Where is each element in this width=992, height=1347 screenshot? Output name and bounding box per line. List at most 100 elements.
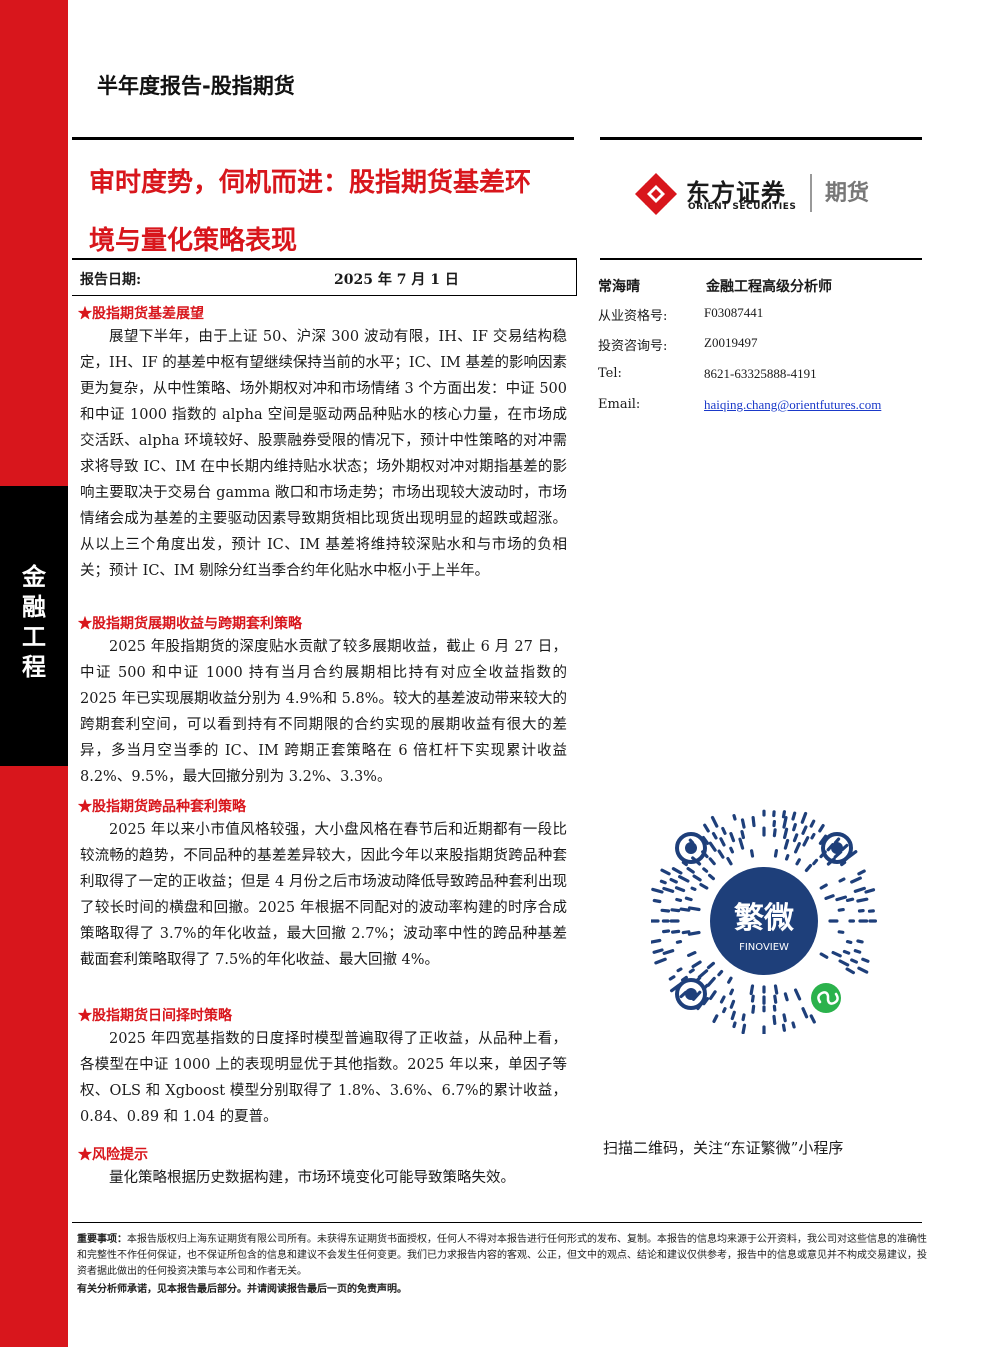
- code-dash: [783, 827, 789, 840]
- code-dash: [686, 866, 695, 874]
- rule-date-top: [72, 258, 576, 260]
- rule-analyst-top: [600, 258, 922, 260]
- code-dash: [840, 843, 849, 852]
- code-dash: [850, 958, 858, 964]
- code-dash: [837, 907, 845, 912]
- code-dash: [671, 867, 683, 875]
- rule-date-side: [576, 258, 577, 296]
- code-dash: [741, 1013, 746, 1022]
- code-dash: [802, 836, 810, 847]
- disclaimer-text: 本报告版权归上海东证期货有限公司所有。未获得东证期货书面授权，任何人不得对本报告…: [77, 1234, 927, 1277]
- report-title: 审时度势，伺机而进：股指期货基差环 境与量化策略表现: [89, 154, 559, 270]
- code-dash: [845, 940, 853, 944]
- code-dash: [850, 876, 862, 884]
- code-dash: [781, 810, 786, 819]
- code-dash: [785, 853, 790, 861]
- date-label: 报告日期:: [80, 272, 142, 288]
- code-dash: [702, 867, 709, 873]
- code-dash: [708, 990, 717, 1000]
- code-dash: [812, 858, 819, 866]
- title-line-1: 审时度势，伺机而进：股指期货基差环: [89, 168, 532, 198]
- code-dash: [717, 970, 724, 977]
- code-dash: [651, 887, 664, 894]
- code-dash: [687, 906, 701, 912]
- category-label: 金融工程: [14, 562, 54, 682]
- code-dash: [838, 877, 846, 883]
- consulting-number: Z0019497: [704, 335, 758, 350]
- code-dash: [729, 999, 736, 1009]
- code-dash: [729, 832, 736, 843]
- email-link[interactable]: haiqing.chang@orientfutures.com: [704, 397, 882, 412]
- section-body: 2025 年四宽基指数的日度择时模型普遍取得了正收益，从品种上看，各模型在中证 …: [80, 1031, 567, 1125]
- code-eye-dot: [685, 842, 697, 854]
- code-dash: [678, 875, 690, 883]
- code-dash: [671, 929, 681, 934]
- code-dash: [795, 858, 801, 866]
- code-dash: [749, 849, 755, 858]
- code-dash: [674, 886, 686, 893]
- code-dash: [701, 836, 710, 845]
- code-dash: [670, 908, 681, 913]
- code-dash: [679, 990, 688, 999]
- code-dash: [681, 930, 691, 935]
- code-dash: [662, 949, 675, 955]
- logo-futures: 期货: [825, 181, 870, 206]
- code-eye-dot: [831, 842, 843, 854]
- code-dash: [687, 930, 701, 936]
- phone-number: 8621-63325888-4191: [704, 366, 817, 381]
- code-dash: [652, 948, 664, 954]
- code-eye-ring: [821, 832, 853, 864]
- code-dash: [719, 995, 726, 1004]
- code-dash: [856, 939, 864, 944]
- code-dash: [668, 975, 676, 981]
- code-dash: [773, 984, 779, 995]
- code-dash: [842, 949, 851, 955]
- code-dash: [792, 833, 799, 843]
- qualification-number: F03087441: [704, 305, 764, 320]
- info-label: 从业资格号:: [598, 309, 668, 324]
- code-center-text: 繁微: [734, 901, 794, 936]
- code-dash: [800, 811, 808, 824]
- code-dash: [773, 994, 778, 1004]
- code-dash: [804, 863, 813, 873]
- code-eye-ring: [675, 832, 707, 864]
- code-dash: [831, 951, 842, 958]
- code-dash: [835, 895, 847, 902]
- category-char: 融: [22, 593, 46, 621]
- code-dash: [772, 828, 777, 838]
- code-dash: [738, 837, 745, 850]
- code-dash: [801, 1007, 809, 1019]
- code-dash: [837, 930, 845, 934]
- mini-program-code[interactable]: 繁微 FINOVIEW: [648, 808, 877, 1036]
- section-body: 2025 年股指期货的深度贴水贡献了较多展期收益，截止 6 月 27 日，中证 …: [80, 639, 567, 785]
- analyst-title: 金融工程高级分析师: [706, 279, 832, 295]
- code-dash: [679, 907, 691, 912]
- code-dash: [845, 897, 855, 903]
- code-dash: [688, 968, 695, 974]
- code-dash: [809, 1014, 816, 1024]
- date-value: 2025 年 7 月 1 日: [334, 272, 459, 288]
- code-dash: [750, 994, 755, 1003]
- code-dash: [732, 813, 737, 821]
- section-body: 2025 年以来小市值风格较强，大小盘风格在春节后和近期都有一段比较流畅的趋势，…: [80, 822, 567, 968]
- code-dash: [801, 825, 808, 835]
- code-dash: [652, 898, 662, 904]
- code-dash: [857, 869, 866, 876]
- analyst-name: 常海晴: [598, 279, 640, 295]
- code-dash: [749, 984, 755, 996]
- code-dash: [791, 811, 797, 821]
- code-dash: [717, 849, 725, 859]
- code-eye-ring: [675, 978, 707, 1010]
- code-dash: [751, 1004, 756, 1014]
- code-dash: [861, 957, 870, 963]
- code-dash: [809, 819, 816, 828]
- code-dash: [669, 877, 678, 884]
- code-dash: [706, 976, 716, 987]
- disclaimer-lead: 重要事项：: [77, 1234, 127, 1245]
- code-dash: [660, 908, 671, 913]
- code-dash: [684, 896, 693, 902]
- code-center-subtext: FINOVIEW: [739, 942, 789, 953]
- code-dash: [675, 897, 683, 903]
- code-dash: [697, 969, 709, 979]
- info-label: Tel:: [598, 366, 622, 381]
